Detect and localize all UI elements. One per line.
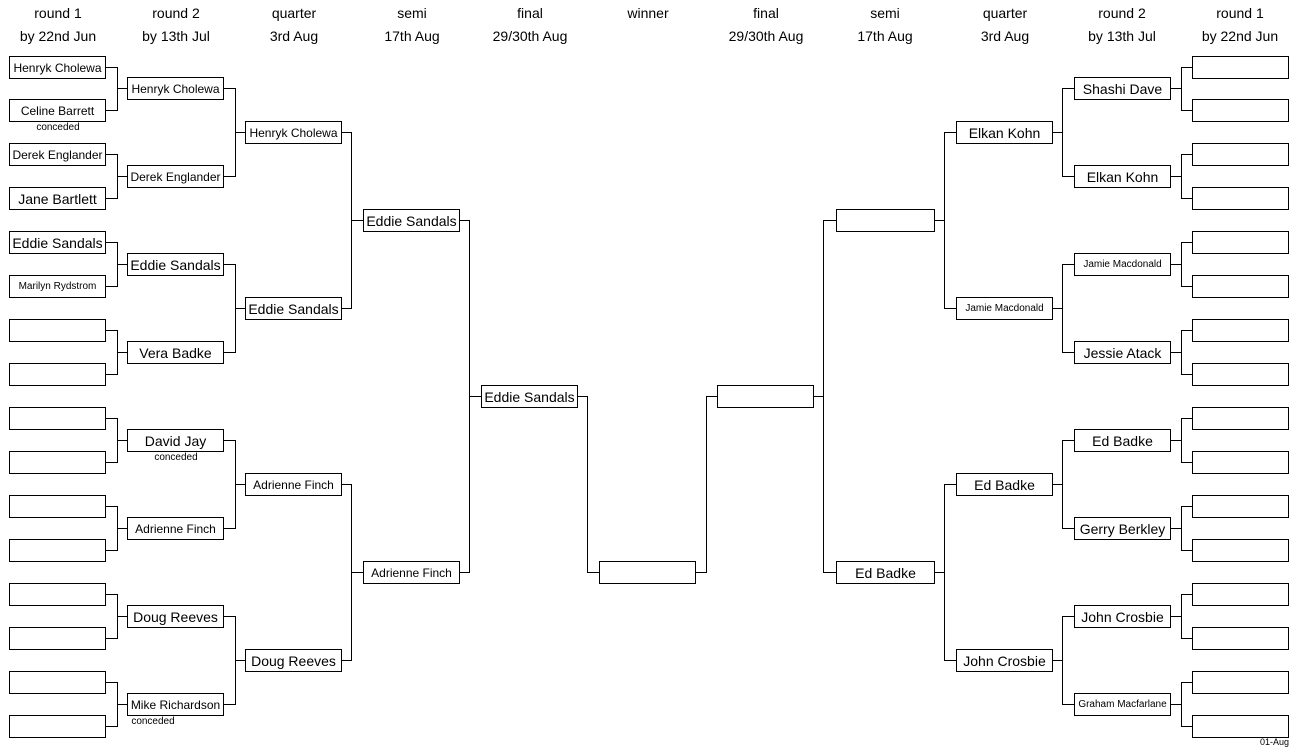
right-r1-slot-4[interactable] bbox=[1192, 187, 1289, 210]
left-r2-slot-7[interactable]: Doug Reeves bbox=[127, 605, 224, 628]
left-r1-slot-12[interactable] bbox=[9, 539, 106, 562]
right-r2-slot-4[interactable]: Jessie Atack bbox=[1074, 341, 1171, 364]
left-r1-slot-14[interactable] bbox=[9, 627, 106, 650]
right-r1-slot-2[interactable] bbox=[1192, 99, 1289, 122]
right-r2-slot-3[interactable]: Jamie Macdonald bbox=[1074, 253, 1171, 276]
left-r1-slot-2[interactable]: Celine Barrett bbox=[9, 99, 106, 122]
left-semi-slot-1[interactable]: Eddie Sandals bbox=[363, 209, 460, 232]
right-r1-slot-15[interactable] bbox=[1192, 671, 1289, 694]
left-r1-slot-11[interactable] bbox=[9, 495, 106, 518]
right-r1-slot-13[interactable] bbox=[1192, 583, 1289, 606]
right-r1-slot-14[interactable] bbox=[1192, 627, 1289, 650]
left-r2-slot-6[interactable]: Adrienne Finch bbox=[127, 517, 224, 540]
left-r2-slot-5[interactable]: David Jay bbox=[127, 429, 224, 452]
winner-slot[interactable] bbox=[599, 561, 696, 584]
right-r1-slot-12[interactable] bbox=[1192, 539, 1289, 562]
left-r2-slot-8[interactable]: Mike Richardson bbox=[127, 693, 224, 716]
right-semi-slot-2[interactable]: Ed Badke bbox=[836, 561, 935, 584]
right-r2-slot-5[interactable]: Ed Badke bbox=[1074, 429, 1171, 452]
left-r2-slot-2[interactable]: Derek Englander bbox=[127, 165, 224, 188]
right-semi-slot-1[interactable] bbox=[836, 209, 935, 232]
left-semi-slot-2[interactable]: Adrienne Finch bbox=[363, 561, 460, 584]
right-r1-slot-7[interactable] bbox=[1192, 319, 1289, 342]
footer-date: 01-Aug bbox=[1259, 737, 1289, 747]
left-quarter-slot-1[interactable]: Henryk Cholewa bbox=[245, 121, 342, 144]
right-quarter-slot-1[interactable]: Elkan Kohn bbox=[956, 121, 1053, 144]
left-r1-slot-1[interactable]: Henryk Cholewa bbox=[9, 56, 106, 79]
right-r1-slot-5[interactable] bbox=[1192, 231, 1289, 254]
left-quarter-slot-4[interactable]: Doug Reeves bbox=[245, 649, 342, 672]
left-r1-slot-15[interactable] bbox=[9, 671, 106, 694]
right-r1-slot-16[interactable] bbox=[1192, 715, 1289, 738]
right-quarter-slot-2[interactable]: Jamie Macdonald bbox=[956, 297, 1053, 320]
left-r1-slot-6[interactable]: Marilyn Rydstrom bbox=[9, 275, 106, 298]
right-r2-slot-2[interactable]: Elkan Kohn bbox=[1074, 165, 1171, 188]
header-winner: winner bbox=[627, 5, 669, 21]
right-r1-slot-3[interactable] bbox=[1192, 143, 1289, 166]
right-r1-slot-1[interactable] bbox=[1192, 56, 1289, 79]
left-r1-slot-9[interactable] bbox=[9, 407, 106, 430]
left-quarter-slot-3[interactable]: Adrienne Finch bbox=[245, 473, 342, 496]
left-r1-slot-4[interactable]: Jane Bartlett bbox=[9, 187, 106, 210]
left-r1-slot-16[interactable] bbox=[9, 715, 106, 738]
conceded-note: conceded bbox=[131, 716, 175, 727]
left-r1-slot-10[interactable] bbox=[9, 451, 106, 474]
right-r2-slot-6[interactable]: Gerry Berkley bbox=[1074, 517, 1171, 540]
right-quarter-slot-3[interactable]: Ed Badke bbox=[956, 473, 1053, 496]
left-r1-slot-8[interactable] bbox=[9, 363, 106, 386]
left-r1-slot-7[interactable] bbox=[9, 319, 106, 342]
left-r1-slot-3[interactable]: Derek Englander bbox=[9, 143, 106, 166]
right-r2-slot-8[interactable]: Graham Macfarlane bbox=[1074, 693, 1171, 716]
right-r1-slot-10[interactable] bbox=[1192, 451, 1289, 474]
right-r1-slot-11[interactable] bbox=[1192, 495, 1289, 518]
left-r1-slot-13[interactable] bbox=[9, 583, 106, 606]
conceded-note: conceded bbox=[36, 122, 80, 133]
right-quarter-slot-4[interactable]: John Crosbie bbox=[956, 649, 1053, 672]
left-r1-slot-5[interactable]: Eddie Sandals bbox=[9, 231, 106, 254]
right-r1-slot-8[interactable] bbox=[1192, 363, 1289, 386]
right-r1-slot-9[interactable] bbox=[1192, 407, 1289, 430]
left-final-slot[interactable]: Eddie Sandals bbox=[481, 385, 578, 408]
left-quarter-slot-2[interactable]: Eddie Sandals bbox=[245, 297, 342, 320]
left-r2-slot-3[interactable]: Eddie Sandals bbox=[127, 253, 224, 276]
conceded-note: conceded bbox=[154, 452, 198, 463]
left-r2-slot-4[interactable]: Vera Badke bbox=[127, 341, 224, 364]
right-r2-slot-1[interactable]: Shashi Dave bbox=[1074, 77, 1171, 100]
right-final-slot[interactable] bbox=[717, 385, 814, 408]
right-r2-slot-7[interactable]: John Crosbie bbox=[1074, 605, 1171, 628]
right-r1-slot-6[interactable] bbox=[1192, 275, 1289, 298]
left-r2-slot-1[interactable]: Henryk Cholewa bbox=[127, 77, 224, 100]
